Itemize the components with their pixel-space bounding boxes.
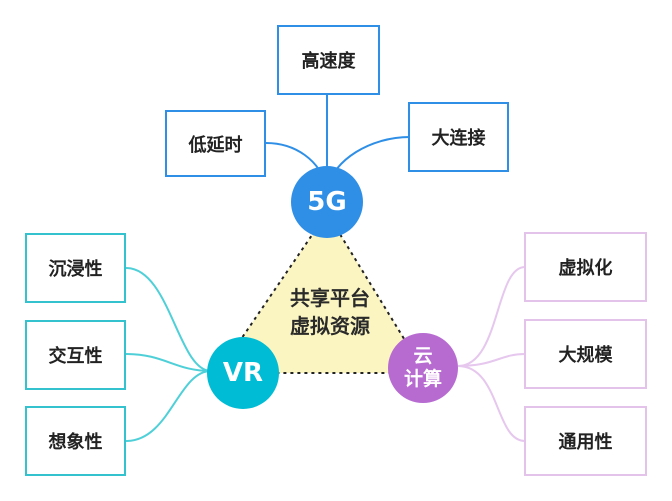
node-interaction: 交互性	[25, 320, 126, 390]
connector-vr-imagination	[125, 370, 212, 442]
center-label-line-2: 虚拟资源	[290, 314, 370, 338]
node-low-latency-label: 低延时	[188, 134, 243, 156]
node-interaction-label: 交互性	[48, 346, 103, 367]
node-high-speed: 高速度	[277, 25, 380, 95]
center-triangle	[216, 211, 427, 374]
node-generality-label: 通用性	[558, 432, 613, 453]
node-imagination: 想象性	[25, 406, 126, 476]
center-label-line-1: 共享平台	[290, 286, 370, 310]
hub-5g: 5G	[291, 166, 363, 238]
node-low-latency: 低延时	[165, 110, 266, 177]
connector-vr-immersion	[125, 267, 212, 372]
node-immersion: 沉浸性	[25, 233, 126, 303]
hub-5g-label: 5G	[307, 187, 347, 217]
node-massive-connection-label: 大连接	[431, 128, 486, 149]
node-large-scale-label: 大规模	[558, 345, 613, 366]
connector-cloud-scale	[457, 353, 526, 367]
hub-vr: VR	[207, 337, 279, 409]
node-immersion-label: 沉浸性	[48, 259, 103, 280]
node-high-speed-label: 高速度	[301, 51, 356, 72]
node-massive-connection: 大连接	[408, 102, 509, 172]
node-imagination-label: 想象性	[48, 432, 103, 453]
node-generality: 通用性	[524, 406, 647, 476]
hub-vr-label: VR	[222, 358, 264, 388]
hub-cloud-label-line-2: 计算	[403, 368, 442, 390]
hub-cloud-label-line-1: 云	[413, 345, 433, 367]
connector-vr-interaction	[125, 353, 212, 372]
node-virtualization-label: 虚拟化	[558, 258, 613, 279]
connector-cloud-generality	[457, 365, 526, 442]
node-large-scale: 大规模	[524, 319, 647, 389]
node-virtualization: 虚拟化	[524, 232, 647, 302]
connector-cloud-virtualization	[457, 266, 526, 367]
center-label: 共享平台 虚拟资源	[248, 284, 412, 340]
hub-cloud-computing: 云 计算	[388, 333, 458, 403]
